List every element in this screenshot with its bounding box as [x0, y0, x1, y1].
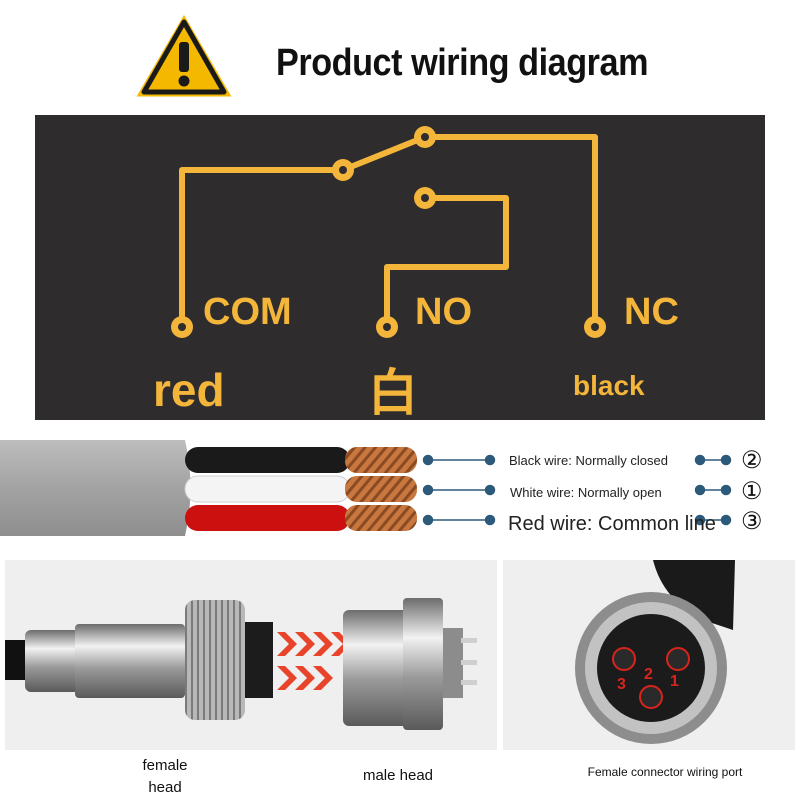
female-port-photo: 3 2 1	[503, 560, 795, 750]
port-pin-label-1: 1	[670, 673, 679, 690]
red-wire-label: Red wire: Common line	[508, 513, 716, 535]
pin-number-red: ③	[741, 508, 763, 535]
port-pin-label-3: 3	[617, 676, 626, 693]
warning-triangle-icon	[131, 9, 237, 100]
nc-line	[422, 134, 598, 330]
cable-illustration	[0, 440, 732, 536]
wire-color-label-nc: black	[573, 370, 645, 401]
white-wire-label: White wire: Normally open	[510, 485, 662, 500]
female-head-label: female head	[142, 757, 188, 796]
wire-color-label-no: 白	[368, 365, 418, 421]
terminal-label-nc: NC	[624, 291, 679, 333]
wire-color-label-com: red	[153, 364, 225, 416]
port-label: Female connector wiring port	[587, 765, 743, 779]
male-head-label: male head	[362, 767, 434, 784]
connector-illustration	[5, 598, 477, 730]
female-port-illustration	[575, 560, 735, 744]
terminal-label-no: NO	[415, 291, 472, 333]
port-pin-label-2: 2	[644, 666, 653, 683]
switch-lever	[340, 134, 428, 173]
page-title: Product wiring diagram	[276, 42, 649, 84]
wiring-schematic: COM NO NC red 白 black	[35, 115, 765, 421]
no-line	[384, 195, 509, 330]
black-wire-label: Black wire: Normally closed	[509, 453, 668, 468]
connector-photo	[5, 560, 497, 750]
com-line	[179, 167, 346, 330]
schematic-lines	[171, 126, 606, 338]
pin-number-white: ①	[741, 478, 763, 505]
terminal-label-com: COM	[203, 291, 292, 333]
pin-number-black: ②	[741, 447, 763, 474]
